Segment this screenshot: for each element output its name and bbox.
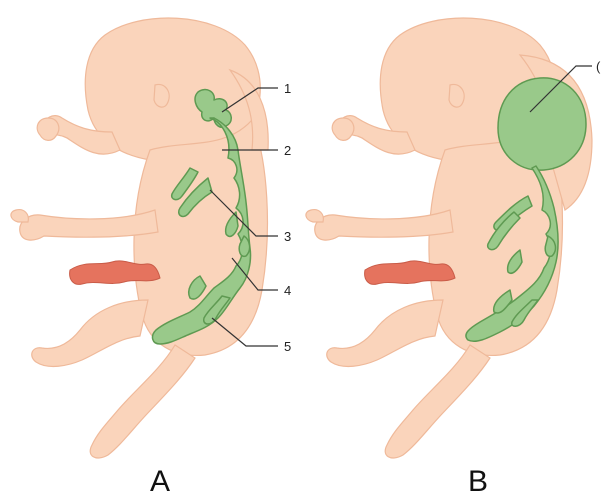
umbilical-cord-a: [70, 261, 160, 285]
panel-a: 1 2 3 4 5 A: [11, 18, 291, 498]
callout-5: 5: [284, 339, 291, 354]
panel-b: ( B: [306, 18, 601, 498]
callout-b-1: (: [596, 59, 601, 74]
callout-2: 2: [284, 143, 291, 158]
panel-label-a: A: [150, 465, 170, 498]
fetus-a: [11, 18, 268, 458]
callout-1: 1: [284, 81, 291, 96]
callout-4: 4: [284, 283, 291, 298]
callout-3: 3: [284, 229, 291, 244]
umbilical-cord-b: [365, 261, 455, 285]
lymph-sac: [498, 78, 586, 170]
panel-label-b: B: [468, 465, 488, 498]
